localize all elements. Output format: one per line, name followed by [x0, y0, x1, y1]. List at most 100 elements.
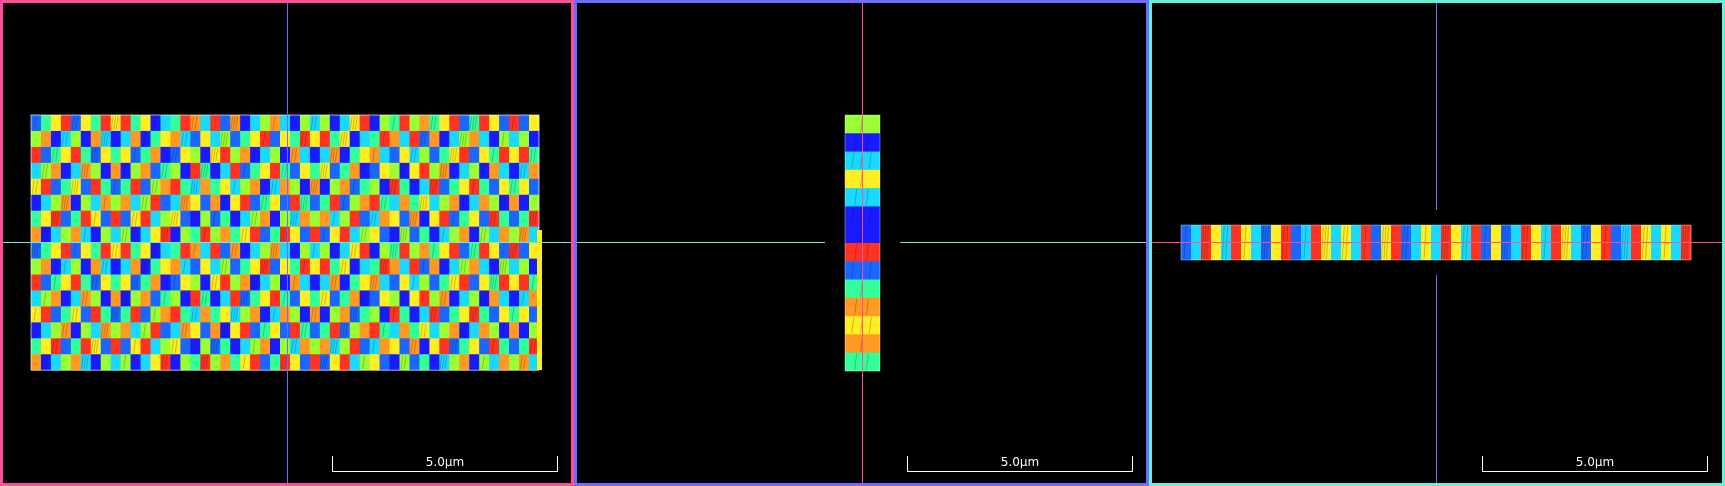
- cell-stripe: [410, 147, 414, 162]
- cell-stripe: [519, 227, 523, 242]
- volume-cell: [429, 226, 440, 243]
- volume-cell: [230, 290, 241, 307]
- cell-stripe: [332, 211, 336, 226]
- volume-cell: [50, 274, 62, 291]
- cell-stripe: [55, 211, 59, 226]
- volume-cell: [50, 338, 62, 355]
- volume-cell: [429, 162, 440, 180]
- volume-cell: [529, 178, 540, 196]
- volume-cell: [439, 354, 450, 371]
- cell-stripe: [324, 355, 328, 370]
- volume-cell: [110, 306, 121, 323]
- volume-cell: [150, 274, 161, 291]
- volume-cell: [429, 274, 440, 291]
- cell-stripe: [201, 291, 205, 306]
- volume-cell: [40, 226, 52, 243]
- volume-cell: [190, 306, 201, 323]
- cell-stripe: [162, 227, 166, 242]
- volume-cell: [170, 242, 181, 259]
- cell-stripe: [342, 131, 346, 146]
- volume-cell: [100, 258, 111, 275]
- cell-stripe: [100, 131, 104, 146]
- cell-stripe: [400, 355, 404, 370]
- volume-cell: [419, 354, 430, 371]
- scale-bar-label: 5.0µm: [425, 455, 465, 469]
- cell-stripe: [143, 131, 147, 146]
- volume-cell: [220, 146, 231, 164]
- cell-stripe: [70, 179, 74, 194]
- volume-cell: [110, 274, 121, 291]
- volume-cell: [519, 146, 530, 164]
- volume-cell: [210, 146, 221, 164]
- cell-stripe: [383, 195, 387, 210]
- volume-cell: [190, 274, 201, 291]
- xz-viewport[interactable]: 5.0µm: [1149, 0, 1725, 486]
- volume-cell: [519, 338, 530, 355]
- volume-cell: [150, 242, 161, 259]
- cell-stripe: [868, 262, 872, 279]
- cell-stripe: [390, 179, 394, 194]
- cell-stripe: [205, 355, 209, 370]
- yz-slice-canvas[interactable]: [574, 0, 1149, 486]
- cell-stripe: [161, 163, 165, 178]
- cell-stripe: [232, 179, 236, 194]
- cell-stripe: [205, 163, 209, 178]
- cell-stripe: [45, 355, 49, 370]
- volume-cell: [70, 194, 82, 211]
- volume-cell: [230, 258, 241, 275]
- volume-cell: [369, 210, 380, 227]
- cell-stripe: [344, 323, 348, 338]
- volume-cell: [469, 258, 480, 275]
- cell-stripe: [262, 131, 266, 146]
- volume-cell: [270, 338, 281, 355]
- volume-cell: [280, 258, 291, 275]
- volume-cell: [190, 178, 201, 196]
- volume-cell: [499, 226, 510, 243]
- cell-stripe: [433, 115, 437, 131]
- cell-stripe: [369, 275, 373, 290]
- cell-stripe: [443, 291, 447, 306]
- xy-viewport[interactable]: 5.0µm: [0, 0, 574, 486]
- volume-cell: [439, 194, 450, 211]
- volume-cell: [40, 242, 52, 259]
- volume-cell: [509, 322, 520, 339]
- volume-cell: [399, 242, 410, 259]
- cell-stripe: [439, 355, 443, 370]
- cell-stripe: [274, 179, 278, 194]
- volume-cell: [349, 290, 360, 307]
- cell-stripe: [334, 147, 338, 162]
- volume-cell: [399, 130, 410, 148]
- yz-viewport[interactable]: 5.0µm: [574, 0, 1149, 486]
- volume-cell: [409, 162, 420, 180]
- cell-stripe: [83, 227, 87, 242]
- volume-cell: [529, 338, 540, 355]
- cell-stripe: [180, 195, 184, 210]
- volume-cell: [160, 354, 171, 371]
- volume-cell: [489, 258, 500, 275]
- volume-cell: [429, 130, 440, 148]
- volume-cell: [489, 290, 500, 307]
- volume-cell: [200, 194, 211, 211]
- cell-stripe: [491, 275, 495, 290]
- volume-cell: [40, 130, 52, 148]
- cell-stripe: [95, 147, 99, 162]
- volume-cell: [419, 322, 430, 339]
- cell-stripe: [314, 179, 318, 194]
- cell-stripe: [451, 211, 455, 226]
- cell-stripe: [224, 259, 228, 274]
- xy-slice-canvas[interactable]: [0, 0, 574, 486]
- volume-cell: [230, 242, 241, 259]
- xz-slice-canvas[interactable]: [1149, 0, 1725, 486]
- cell-stripe: [362, 355, 366, 370]
- volume-cell: [429, 146, 440, 164]
- volume-cell: [399, 178, 410, 196]
- cell-stripe: [71, 307, 75, 322]
- cell-stripe: [474, 115, 478, 131]
- volume-cell: [180, 130, 191, 148]
- volume-cell: [369, 178, 380, 196]
- volume-cell: [110, 338, 121, 355]
- cell-stripe: [113, 307, 117, 322]
- volume-cell: [260, 210, 271, 227]
- volume-cell: [160, 210, 171, 227]
- volume-cell: [140, 130, 151, 148]
